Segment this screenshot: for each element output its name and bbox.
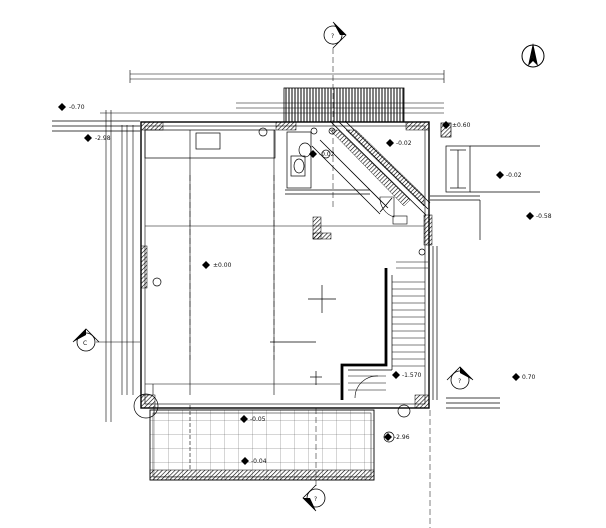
north-arrow: A [521,43,545,68]
axis-label-left: C [83,340,87,347]
right-entry [430,122,540,400]
left-dimension-lines [105,110,134,422]
level-top-left-ext: -0.70 [69,104,85,111]
level-stair-landing: -1.570 [402,372,422,379]
exterior-path-lines [52,120,500,409]
level-far-right: -0.58 [536,213,552,220]
level-right-side: -0.02 [506,172,522,179]
level-terrace-mid: -0.04 [251,458,267,465]
axis-label-top: ? [331,33,334,40]
axis-label-bottom: ? [314,496,317,503]
level-marks [58,103,534,465]
level-right-top: ±0.60 [452,122,471,129]
level-terrace-lower: -2.96 [394,434,410,441]
axis-marker-right: ? [446,366,474,390]
axis-marker-top: ? [323,21,347,49]
axis-marker-left: C [72,328,140,352]
diagonal-hatch [329,129,425,207]
level-terrace-upper: -0.05 [250,416,266,423]
level-stair-right: 0.70 [522,374,536,381]
level-corridor: -0.02 [396,140,412,147]
corridor-door-frame [392,215,408,225]
staircase [340,268,393,400]
wall-hatches [140,121,433,409]
top-railing [283,87,405,123]
interior-partitions [145,130,424,395]
corridor-door-swing [379,196,395,218]
lower-terrace [145,405,375,481]
stair-treads [348,261,428,391]
level-toilet: -0.02 [319,151,335,158]
cross-markers [270,285,336,385]
stair-door-swing [354,375,379,399]
axis-marker-bottom: ? [302,484,326,512]
north-arrow-label: A [530,54,535,61]
kitchen-counter [144,127,276,159]
axis-label-right: ? [458,378,461,385]
fixtures [133,248,426,443]
level-main-floor: ±0.00 [213,262,232,269]
level-left-ext: -2.98 [95,135,111,142]
